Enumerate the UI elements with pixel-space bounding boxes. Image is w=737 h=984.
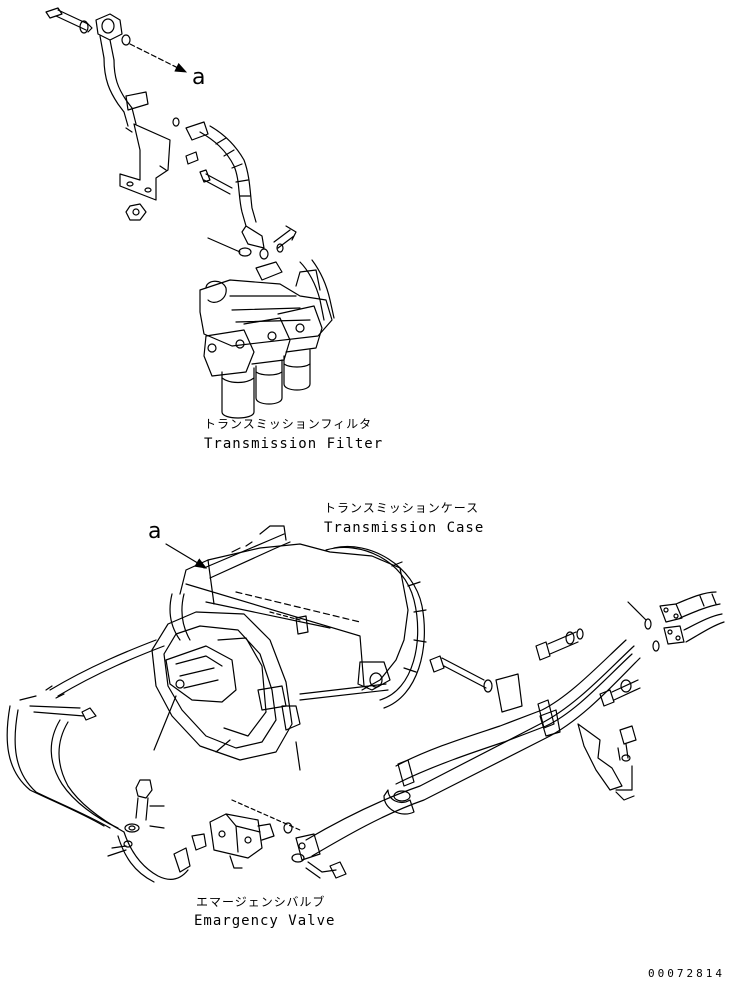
transmission-case: [151, 525, 427, 771]
washer-icon: [124, 823, 140, 833]
transmission-filter-label: Transmission Filter: [204, 436, 384, 452]
emergency-valve-label: Emargency Valve: [194, 913, 336, 929]
transmission-case-label-jp: トランスミッションケース: [324, 501, 480, 515]
main-hose-group: [291, 591, 725, 879]
o-ring-icon: [121, 34, 131, 46]
hose: [395, 639, 627, 767]
bolt-icon: [199, 169, 233, 195]
hose: [305, 645, 635, 841]
elbow-fitting: [95, 13, 123, 61]
nut-icon: [125, 203, 147, 221]
bolt-icon: [45, 7, 93, 33]
reference-arrow: [165, 543, 208, 569]
reference-label-a-top: a: [192, 65, 207, 90]
tube: [103, 57, 133, 113]
clamp-icon: [397, 759, 415, 787]
pilot-tubes: [6, 685, 191, 883]
bolt-icon: [273, 225, 297, 249]
bolt-icon: [329, 861, 347, 879]
reference-label-a-mid: a: [148, 519, 163, 544]
reference-arrow: [129, 43, 188, 73]
clamp-icon: [539, 709, 561, 737]
tube: [203, 533, 291, 579]
hose: [395, 653, 633, 785]
clamp-icon: [537, 699, 555, 729]
hose: [683, 613, 725, 643]
hose: [185, 121, 265, 249]
elbow-fitting: [383, 789, 415, 815]
hose: [299, 259, 335, 321]
bolt-icon: [535, 631, 579, 661]
hose: [675, 591, 721, 619]
bolt-icon: [599, 679, 641, 707]
o-ring-icon: [238, 247, 252, 257]
top-hose-group: [45, 7, 335, 321]
transmission-case-label: Transmission Case: [324, 520, 485, 536]
washer-icon: [79, 20, 89, 34]
transmission-filter: [199, 269, 333, 419]
emergency-valve: [209, 813, 275, 869]
emergency-valve-group: [107, 779, 301, 869]
document-number: 00072814: [648, 967, 725, 980]
bracket-icon: [577, 723, 623, 791]
clamp-icon: [125, 91, 149, 111]
transmission-filter-label-jp: トランスミッションフィルタ: [204, 417, 373, 431]
bracket-icon: [119, 123, 171, 201]
hose: [311, 657, 641, 857]
bracket-icon: [495, 673, 523, 713]
bolt-icon: [135, 779, 153, 799]
emergency-valve-label-jp: エマージェンシバルブ: [196, 895, 326, 909]
bolt-icon: [429, 655, 487, 689]
